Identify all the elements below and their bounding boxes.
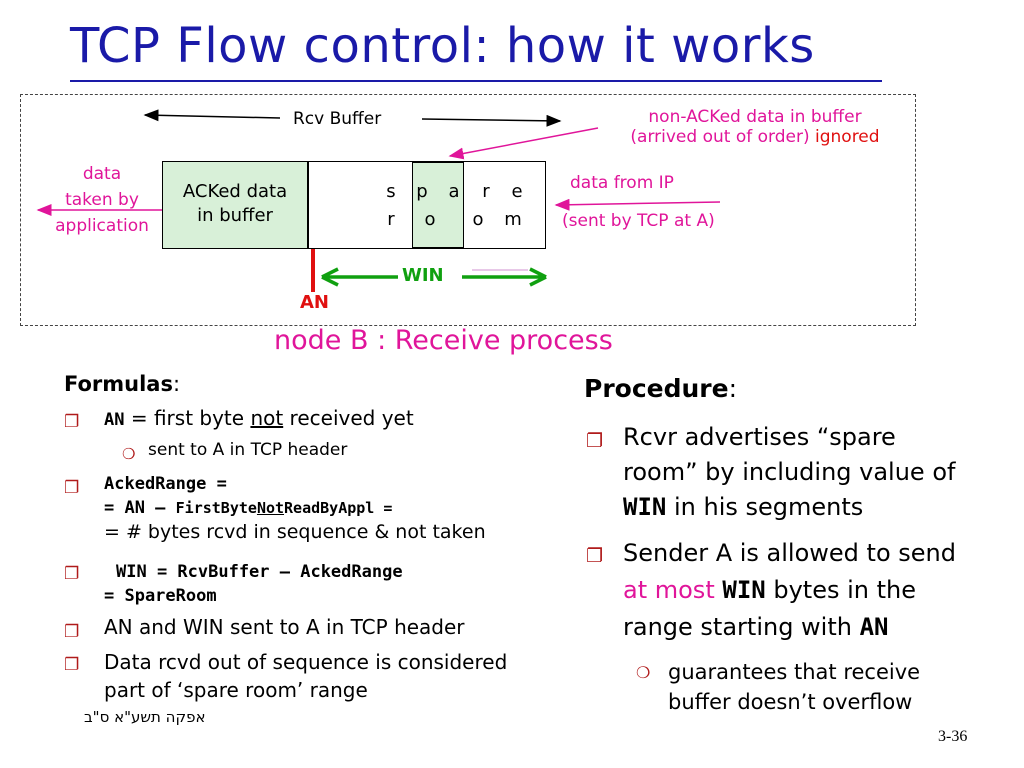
procedure-heading: Procedure: (584, 374, 738, 403)
sub-bullet-icon: ❍ (122, 445, 136, 463)
spare-cell: s (386, 181, 396, 202)
rcv-buffer-right-arrow (421, 114, 562, 127)
spare-cell: o (424, 209, 436, 230)
data-taken-line1: data (82, 164, 122, 184)
procedure-item-1: Rcvr advertises “spare room” by includin… (623, 423, 956, 521)
bullet-icon: ❐ (586, 545, 604, 567)
spare-cell: e (511, 181, 523, 202)
bullet-icon: ❐ (586, 430, 604, 452)
sent-by-tcp-label: (sent by TCP at A) (562, 211, 715, 231)
formula-acked-range: AckedRange = = AN – FirstByteNotReadByAp… (104, 474, 486, 543)
data-taken-line2: taken by (65, 190, 139, 210)
data-taken-line3: application (55, 216, 149, 236)
win-label: WIN (402, 265, 444, 286)
data-from-ip-arrow (554, 198, 721, 211)
bullet-icon: ❐ (64, 655, 80, 675)
spare-cell: a (448, 181, 460, 202)
spare-cell: r (387, 209, 395, 230)
spare-cell: r (482, 181, 490, 202)
data-taken-label: data taken by application (42, 161, 162, 239)
page-title: TCP Flow control: how it works (70, 18, 815, 74)
formula-an: AN = first byte not received yet (104, 406, 414, 430)
an-label: AN (300, 292, 329, 313)
non-acked-arrow (448, 127, 599, 160)
win-right-arrow (462, 267, 547, 287)
non-acked-line1: non-ACKed data in buffer (648, 107, 862, 127)
formula-out-of-sequence: Data rcvd out of sequence is considered … (104, 650, 508, 702)
bullet-icon: ❐ (64, 412, 80, 432)
procedure-sub-item: guarantees that receive buffer doesn’t o… (668, 660, 921, 714)
procedure-item-2: Sender A is allowed to send at most WIN … (623, 539, 956, 641)
bullet-icon: ❐ (64, 622, 80, 642)
out-of-order-segment (412, 162, 464, 248)
sub-bullet-icon: ❍ (636, 663, 651, 682)
data-from-ip-label: data from IP (570, 173, 674, 193)
win-left-arrow (321, 267, 398, 287)
spare-cell: p (416, 181, 428, 202)
bullet-icon: ❐ (64, 478, 80, 498)
formula-an-win-sent: AN and WIN sent to A in TCP header (104, 615, 465, 639)
spare-cell: o (472, 209, 484, 230)
title-underline (70, 80, 882, 82)
rcv-buffer-left-arrow (143, 109, 281, 122)
acked-data-box: ACKed data in buffer (162, 161, 308, 249)
formula-an-sub: sent to A in TCP header (148, 440, 348, 460)
formula-win: WIN = RcvBuffer – AckedRange = SpareRoom (104, 562, 403, 606)
acked-line2: in buffer (197, 205, 273, 226)
rcv-buffer-label: Rcv Buffer (293, 109, 382, 129)
diagram-frame (20, 94, 916, 326)
non-acked-label: non-ACKed data in buffer (arrived out of… (600, 107, 910, 147)
formulas-heading: Formulas: (64, 372, 181, 396)
page-number: 3-36 (938, 728, 968, 745)
node-caption: node B : Receive process (274, 325, 613, 356)
footer-course: אפקה תשע"א ס"ב (84, 708, 206, 726)
spare-cell: m (504, 209, 522, 230)
bullet-icon: ❐ (64, 564, 80, 584)
acked-line1: ACKed data (182, 181, 288, 202)
non-acked-line2: (arrived out of order) ignored (630, 127, 880, 147)
ignored-label: ignored (815, 127, 880, 147)
